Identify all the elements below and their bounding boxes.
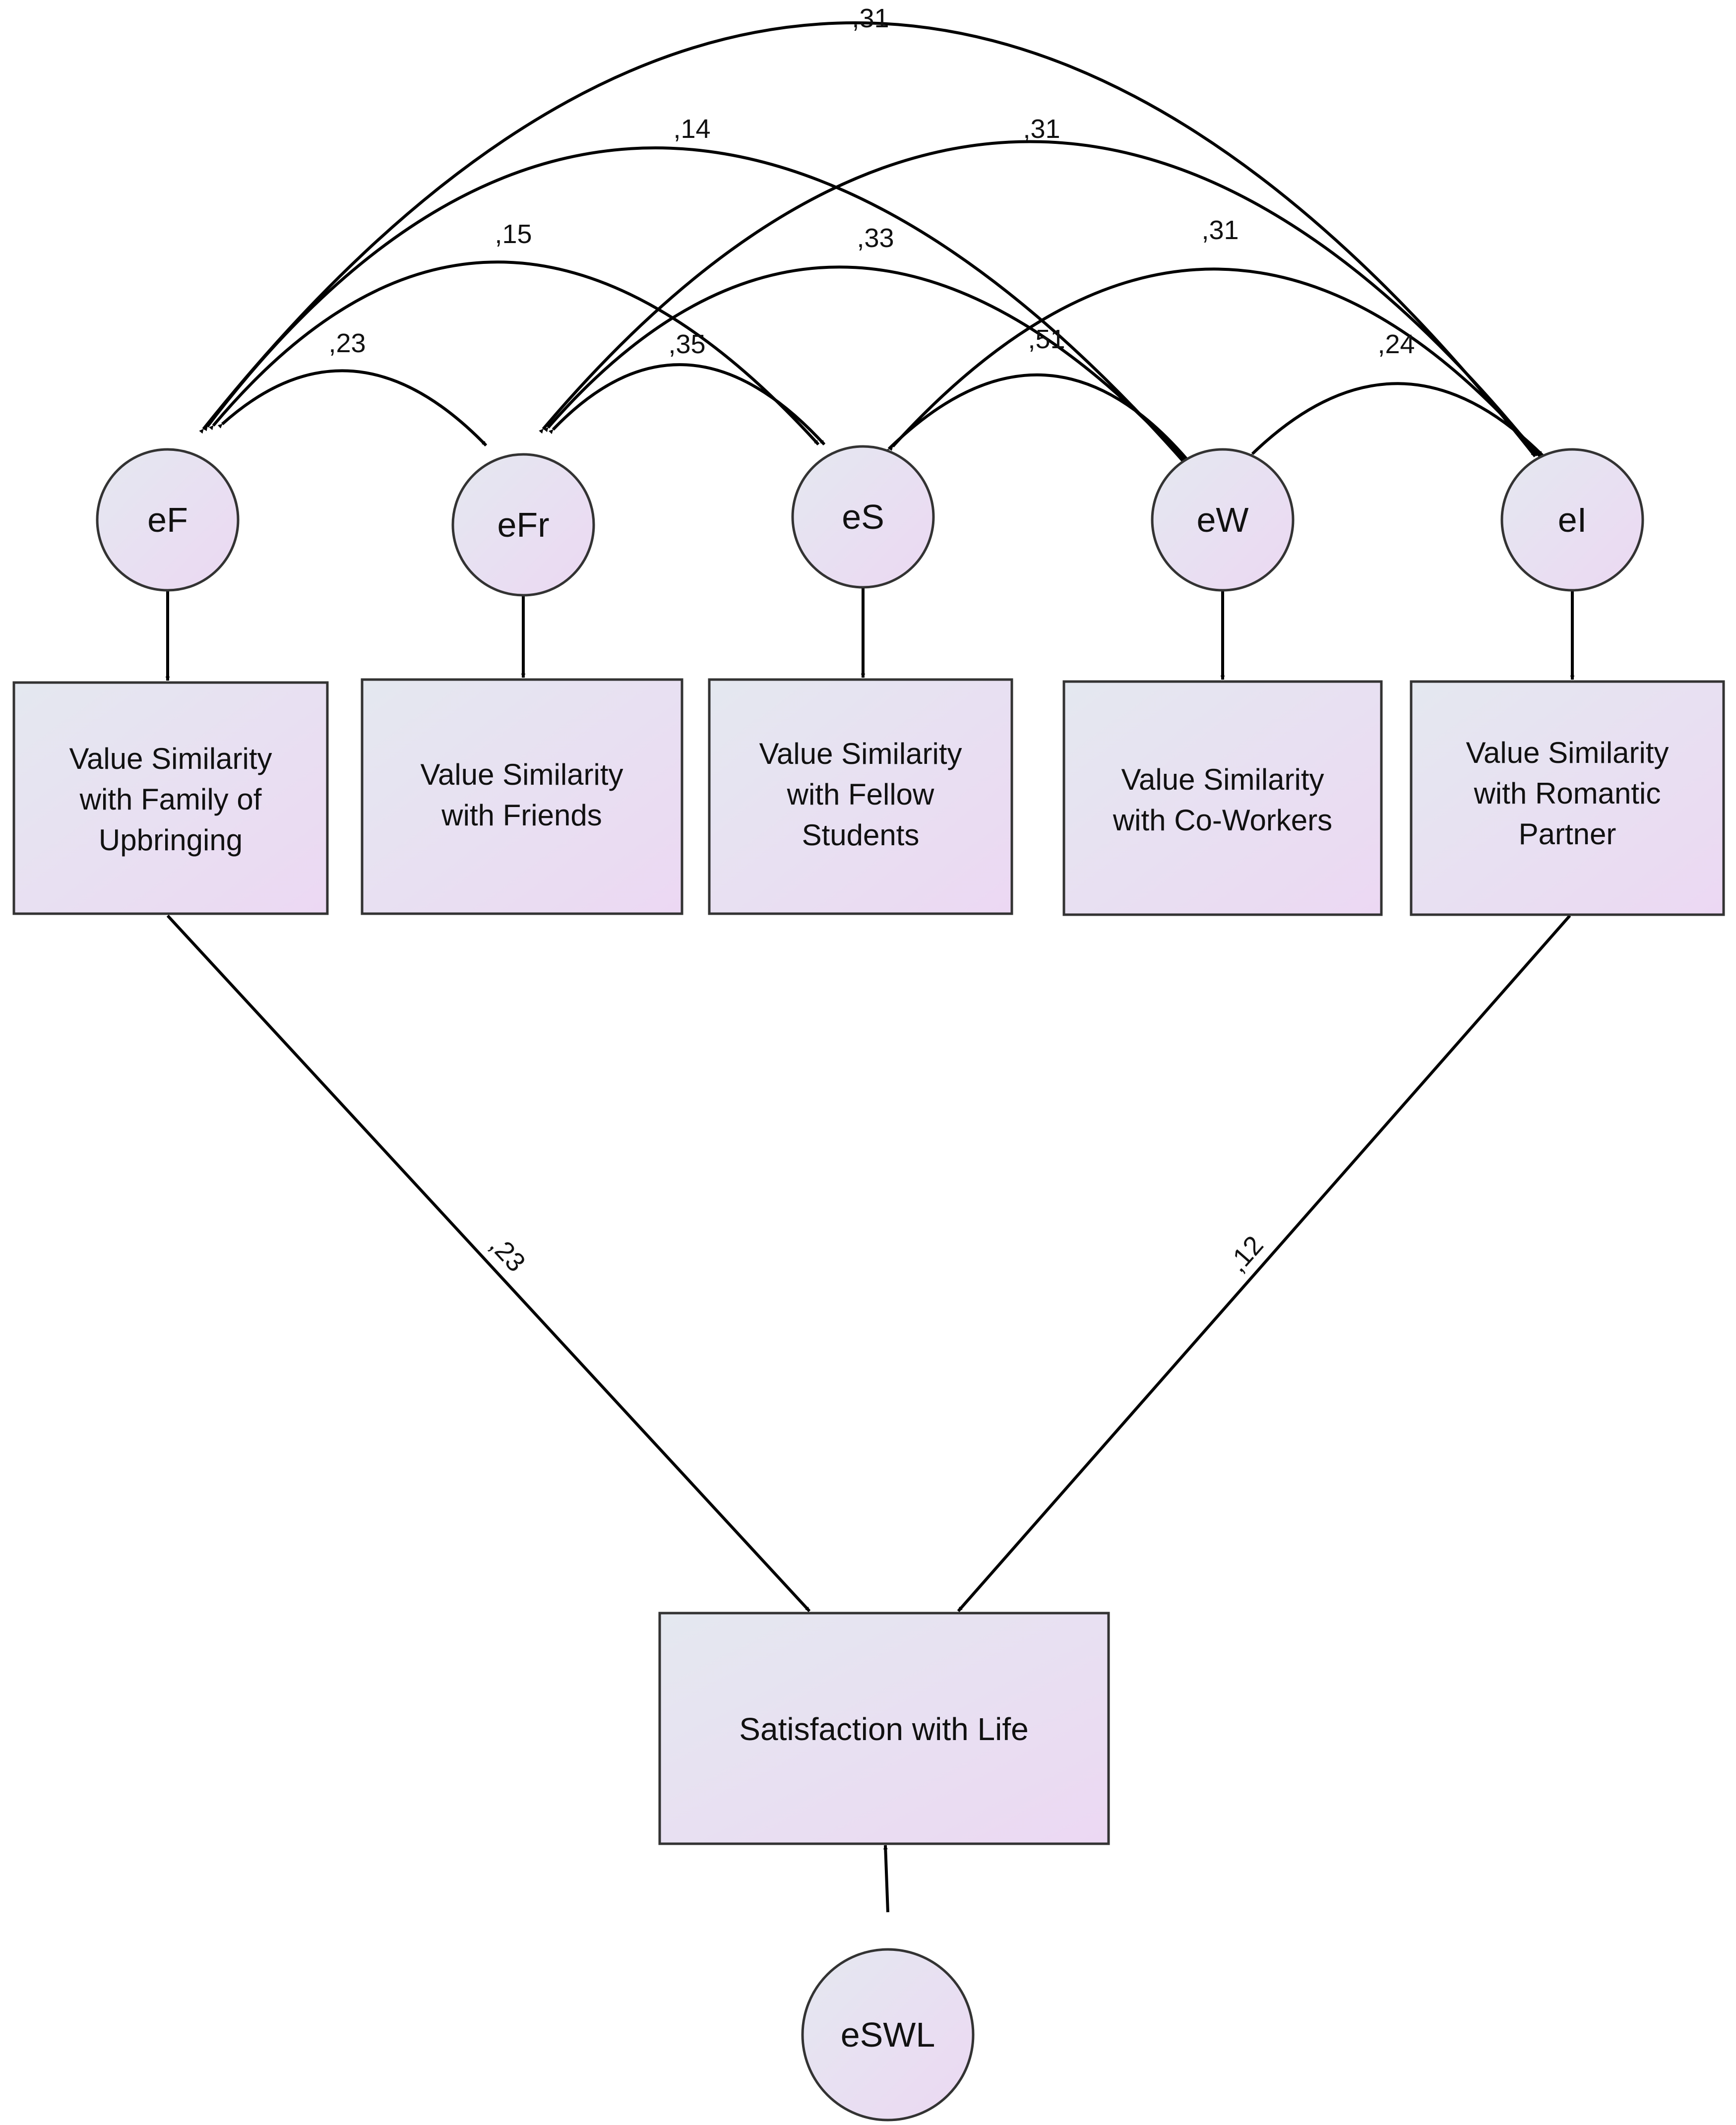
- error-term-eI: eI: [1500, 448, 1644, 592]
- corr-label-eS-eI: ,31: [1201, 215, 1239, 245]
- svg-text:with Romantic: with Romantic: [1474, 777, 1661, 810]
- error-term-eW: eW: [1151, 448, 1295, 592]
- corr-label-eS-eW: ,51: [1028, 324, 1065, 354]
- svg-text:Students: Students: [802, 818, 920, 852]
- box-family: Value Similarity with Family of Upbringi…: [12, 681, 329, 915]
- error-arrows: [165, 584, 1575, 681]
- box-coworkers: Value Similarity with Co-Workers: [1062, 680, 1383, 916]
- svg-text:Value Similarity: Value Similarity: [759, 737, 962, 770]
- error-term-eF: eF: [96, 448, 240, 592]
- path-partner-swl: [957, 915, 1571, 1612]
- correlation-arcs: [199, 21, 1544, 467]
- svg-text:Value Similarity: Value Similarity: [1121, 763, 1324, 796]
- corr-label-eW-eI: ,24: [1377, 329, 1415, 359]
- svg-text:eSWL: eSWL: [841, 2015, 935, 2054]
- box-satisfaction-with-life: Satisfaction with Life: [658, 1612, 1110, 1845]
- corr-arc-eFr-eI: [539, 140, 1539, 456]
- corr-arc-eF-eI: [199, 21, 1537, 457]
- corr-arc-eFr-eS: [549, 363, 826, 446]
- corr-label-eF-eS: ,15: [495, 219, 532, 249]
- corr-arc-eF-eFr: [217, 369, 488, 447]
- svg-text:eW: eW: [1197, 500, 1249, 539]
- svg-text:Value Similarity: Value Similarity: [420, 758, 623, 791]
- box-students: Value Similarity with Fellow Students: [708, 678, 1013, 915]
- error-terms: eF eFr eS eW eI eSWL: [96, 445, 1644, 2122]
- svg-text:eF: eF: [147, 500, 188, 539]
- corr-label-eF-eFr: ,23: [328, 328, 366, 358]
- path-labels: ,23 ,12: [484, 1230, 1269, 1278]
- svg-text:Value Similarity: Value Similarity: [1466, 736, 1669, 769]
- svg-text:eS: eS: [842, 498, 884, 536]
- corr-arc-eS-eW: [884, 373, 1194, 467]
- observed-variables: Value Similarity with Family of Upbringi…: [12, 678, 1725, 1845]
- svg-text:with Family of: with Family of: [79, 783, 262, 816]
- svg-text:eI: eI: [1558, 500, 1587, 539]
- corr-label-eFr-eS: ,35: [668, 329, 705, 359]
- svg-text:Value Similarity: Value Similarity: [69, 742, 272, 775]
- svg-text:with Friends: with Friends: [441, 799, 602, 832]
- svg-text:with Co-Workers: with Co-Workers: [1113, 804, 1332, 837]
- svg-text:Satisfaction with Life: Satisfaction with Life: [739, 1711, 1028, 1747]
- svg-text:Upbringing: Upbringing: [99, 823, 243, 857]
- regression-paths: [166, 914, 1571, 1913]
- path-family-swl: [166, 914, 811, 1613]
- corr-label-eF-eW: ,14: [673, 114, 710, 144]
- arrow-eSWL-swl: [883, 1845, 889, 1913]
- correlation-labels: ,23 ,35 ,51 ,24 ,15 ,33 ,31 ,14 ,31 ,31: [328, 3, 1415, 359]
- box-friends: Value Similarity with Friends: [361, 678, 683, 915]
- svg-text:with Fellow: with Fellow: [787, 778, 934, 811]
- error-term-eFr: eFr: [451, 453, 595, 597]
- path-label-family-swl: ,23: [484, 1230, 531, 1278]
- error-term-eSWL: eSWL: [801, 1948, 975, 2122]
- corr-arc-eF-eS: [209, 260, 820, 446]
- error-term-eS: eS: [791, 445, 935, 589]
- svg-text:eFr: eFr: [497, 505, 550, 544]
- corr-label-eF-eI: ,31: [852, 3, 889, 33]
- box-partner: Value Similarity with Romantic Partner: [1410, 680, 1725, 916]
- corr-label-eFr-eW: ,33: [857, 223, 894, 253]
- svg-text:Partner: Partner: [1519, 817, 1616, 851]
- corr-arc-eFr-eW: [544, 265, 1189, 465]
- corr-arc-eW-eI: [1247, 382, 1544, 458]
- corr-label-eFr-eI: ,31: [1023, 114, 1060, 144]
- corr-arc-eS-eI: [888, 267, 1542, 457]
- corr-arc-eF-eW: [203, 146, 1187, 465]
- path-label-partner-swl: ,12: [1222, 1230, 1269, 1278]
